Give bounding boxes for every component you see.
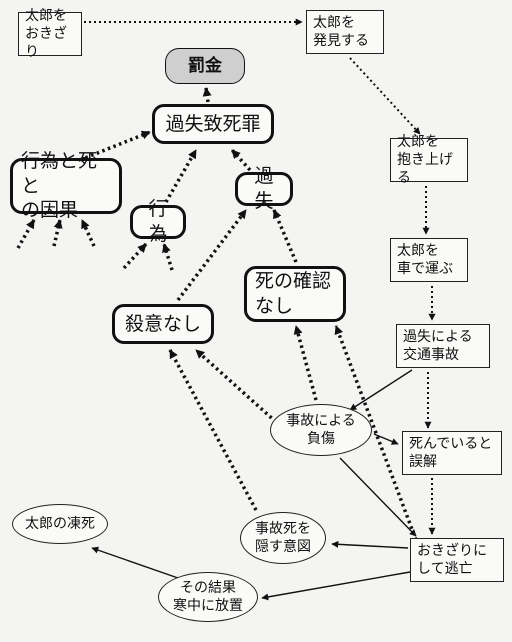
arrow-homicide-to-fine	[202, 87, 212, 103]
arrow-confirm-to-negligence	[272, 209, 298, 263]
node-traffic-accident: 過失による 交通事故	[396, 324, 490, 368]
arrow-in-act-a	[122, 242, 148, 270]
node-mistaken-dead: 死んでいると 誤解	[402, 431, 502, 475]
arrow-injury-to-nointent	[194, 348, 278, 424]
arrow-in-causation-b	[52, 219, 63, 247]
arrow-in-act-b	[162, 243, 174, 271]
node-taro-carried: 太郎を 車で運ぶ	[390, 238, 468, 282]
arrow-accident-to-injury	[349, 369, 413, 411]
arrow-act-to-homicide	[164, 149, 198, 203]
node-causation: 行為と死と の因果	[10, 150, 122, 221]
arrow-flee-to-confirm	[334, 325, 418, 541]
arrow-causation-to-homicide	[79, 130, 151, 162]
node-taro-left: 太郎を おきざり	[18, 8, 82, 60]
arrow-conceal-to-nointent	[168, 349, 258, 511]
node-fine: 罰金	[165, 48, 245, 84]
arrow-in-causation-a	[16, 219, 36, 249]
node-left-in-cold: その結果 寒中に放置	[158, 572, 258, 622]
dotted-arrows	[16, 87, 418, 541]
node-taro-frozen: 太郎の凍死	[12, 504, 108, 544]
node-conceal-intent: 事故死を 隠す意図	[240, 512, 326, 564]
node-taro-found: 太郎を 発見する	[306, 10, 384, 54]
node-taro-lifted: 太郎を 抱き上げる	[390, 134, 468, 186]
arrow-injury-to-mistaken	[373, 433, 399, 445]
node-no-death-confirmation: 死の確認 なし	[244, 266, 346, 322]
arrow-nointent-to-negligence	[176, 208, 248, 302]
arrow-found-to-lifted	[349, 57, 421, 135]
arrow-flee-to-conceal	[331, 540, 409, 549]
thin-dotted-arrows	[84, 18, 436, 535]
node-accident-injury: 事故による 負傷	[270, 404, 372, 456]
node-abandon-flee: おきざりに して逃亡	[410, 538, 504, 582]
arrow-injury-to-flee	[339, 457, 417, 537]
node-no-intent: 殺意なし	[112, 304, 214, 344]
node-act: 行為	[130, 198, 186, 245]
arrow-negligence-to-homicide	[230, 148, 252, 172]
arrow-injury-to-confirm	[293, 325, 318, 401]
arrow-flee-to-cold	[261, 571, 411, 601]
node-negligence: 過失	[235, 165, 293, 212]
node-negligent-homicide: 過失致死罪	[152, 104, 274, 144]
arrow-cold-to-frozen	[91, 546, 179, 579]
arrow-in-causation-c	[80, 219, 96, 247]
solid-arrows	[91, 369, 417, 601]
